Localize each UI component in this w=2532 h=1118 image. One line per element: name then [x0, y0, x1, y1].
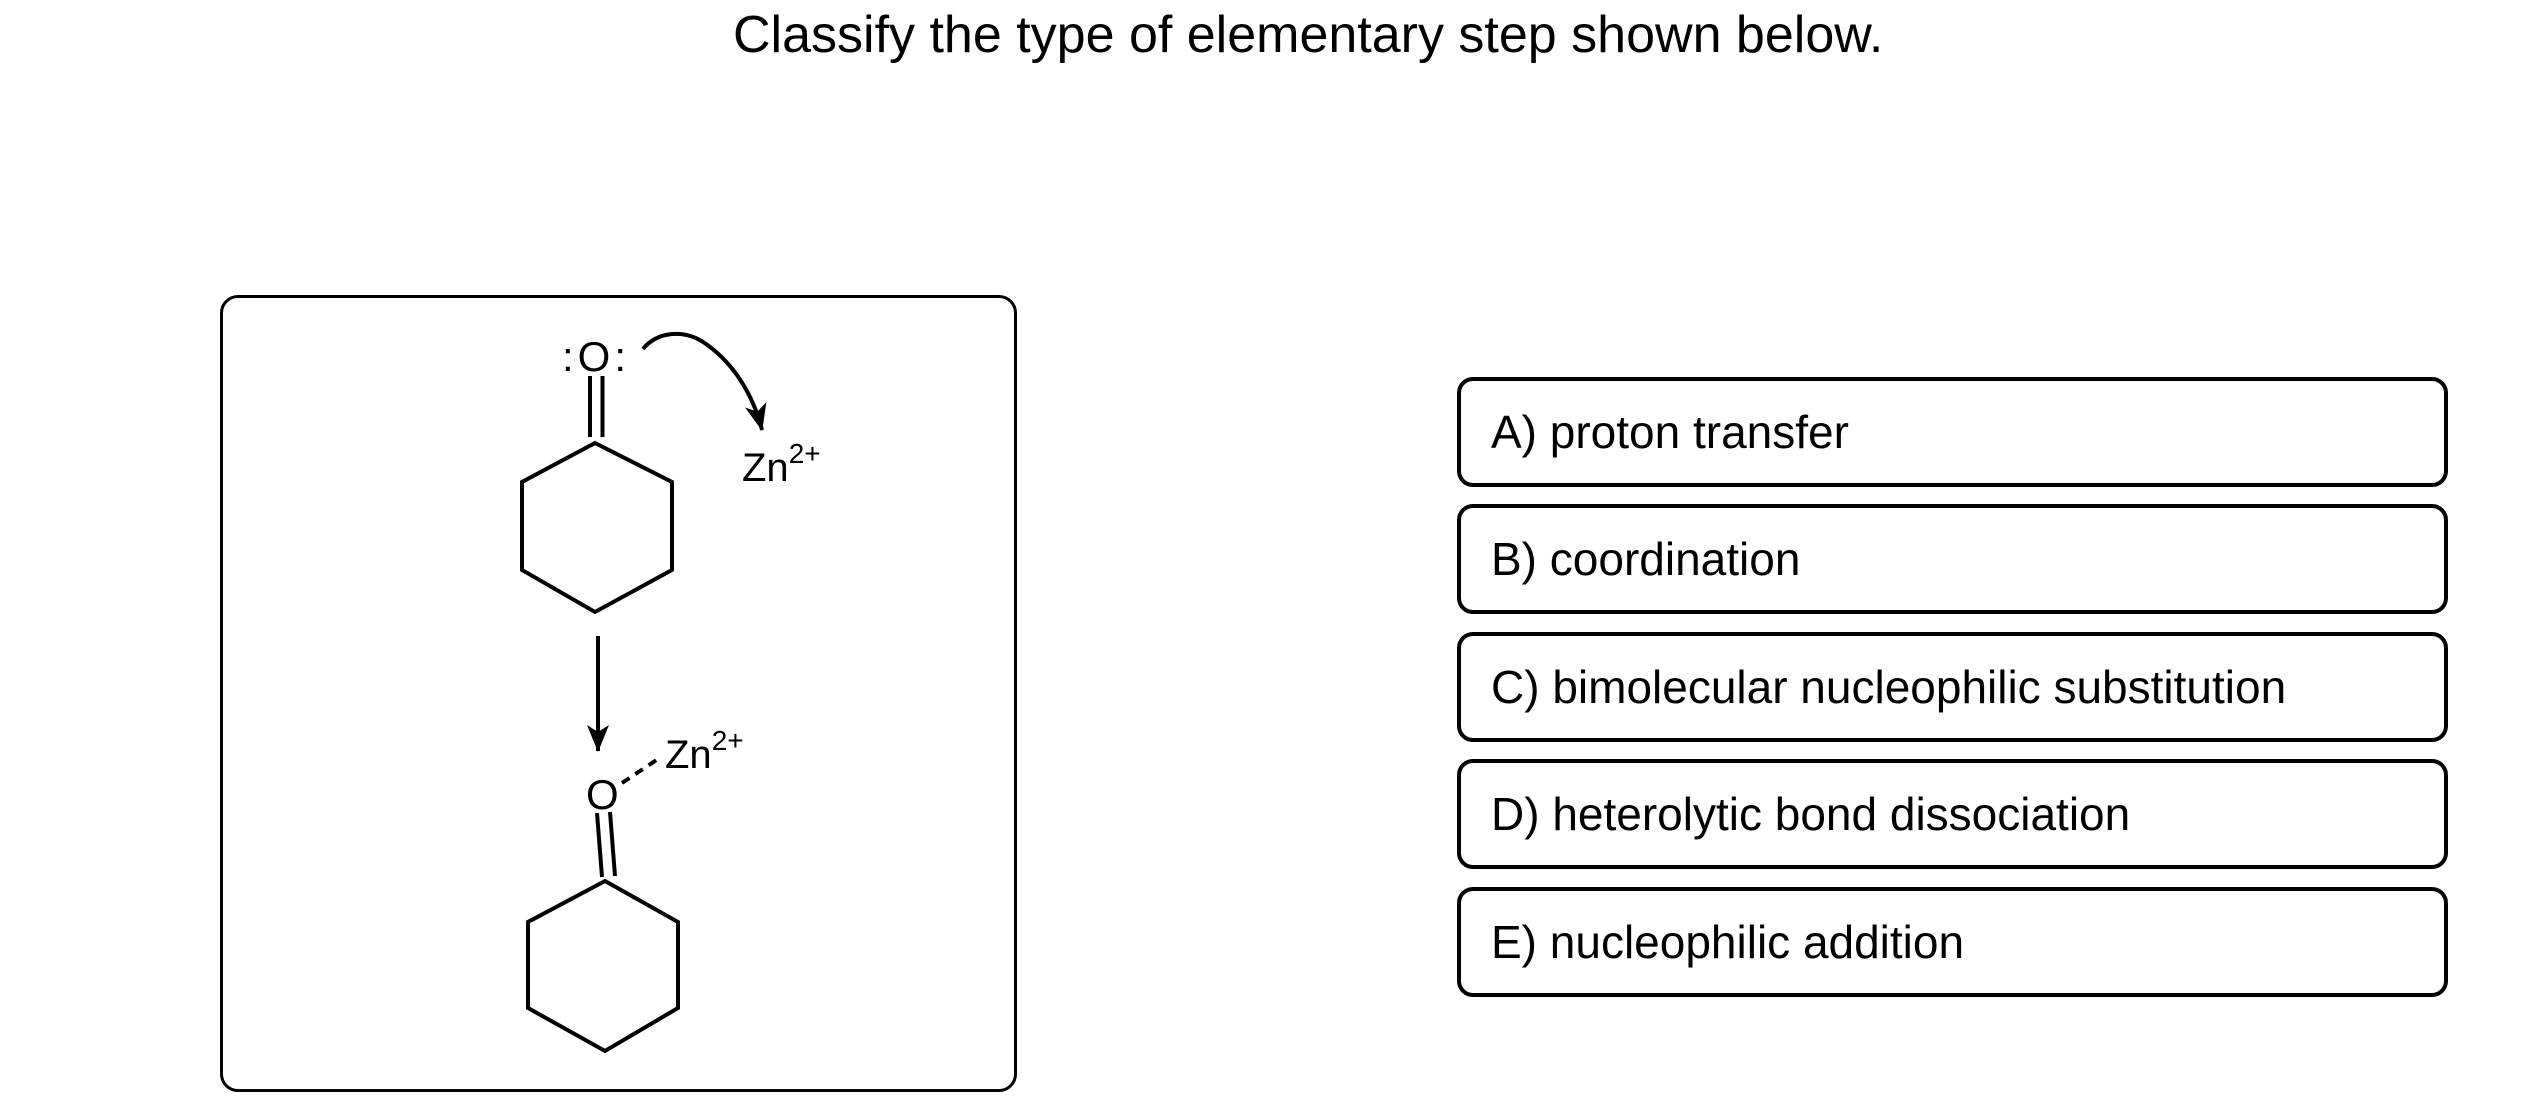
reactant-zinc-charge: 2+ — [788, 437, 821, 469]
option-e-button[interactable]: E) nucleophilic addition — [1457, 887, 2448, 997]
option-e-label: E) nucleophilic addition — [1491, 916, 1965, 968]
option-c-label: C) bimolecular nucleophilic substitution — [1491, 661, 2287, 713]
product-zinc-label: Zn2+ — [665, 726, 744, 777]
option-d-label: D) heterolytic bond dissociation — [1491, 788, 2131, 840]
option-a-label: A) proton transfer — [1491, 406, 1849, 458]
option-c-button[interactable]: C) bimolecular nucleophilic substitution — [1457, 632, 2448, 742]
page-title: Classify the type of elementary step sho… — [733, 6, 1884, 64]
reaction-figure-frame — [220, 295, 1017, 1092]
product-zinc-symbol: Zn — [665, 733, 712, 777]
product-zinc-charge: 2+ — [711, 724, 744, 756]
option-b-label: B) coordination — [1491, 533, 1801, 585]
option-b-button[interactable]: B) coordination — [1457, 504, 2448, 614]
reactant-oxygen-label: :O: — [562, 333, 631, 380]
option-a-button[interactable]: A) proton transfer — [1457, 377, 2448, 487]
reactant-zinc-label: Zn2+ — [742, 439, 821, 490]
option-d-button[interactable]: D) heterolytic bond dissociation — [1457, 759, 2448, 869]
reactant-zinc-symbol: Zn — [742, 446, 789, 490]
product-oxygen-label: O — [586, 771, 619, 818]
